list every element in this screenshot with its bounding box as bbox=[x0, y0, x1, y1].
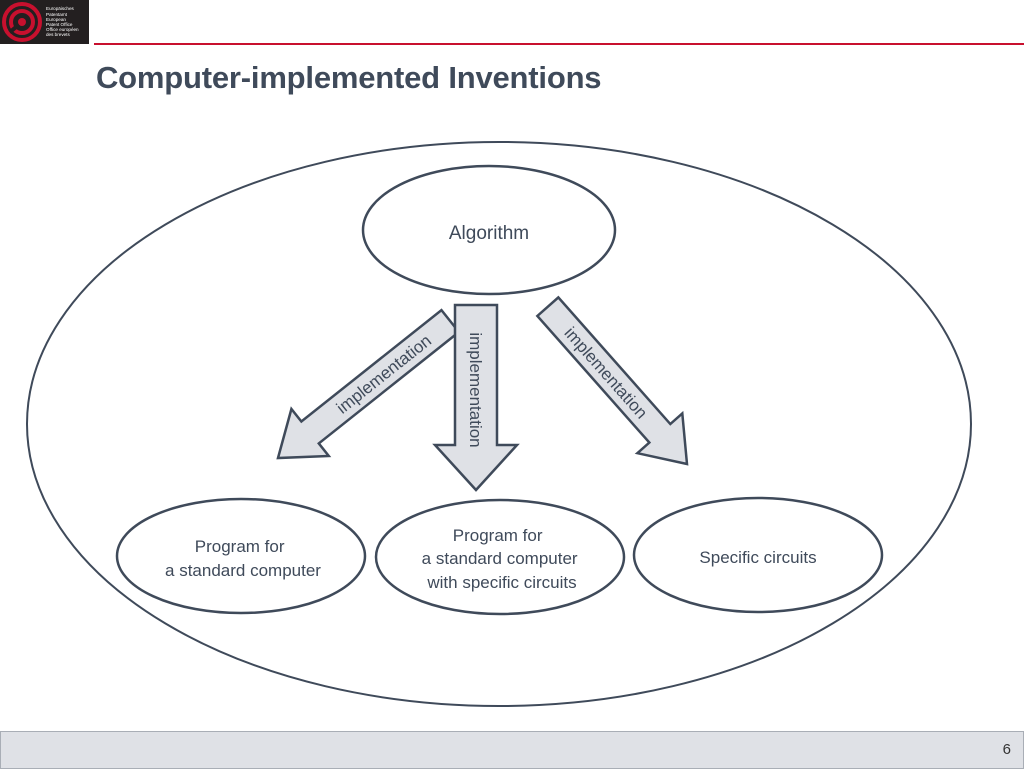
node-program-specific-line: Program for bbox=[453, 526, 543, 545]
arrow-right-label: implementation bbox=[560, 323, 651, 422]
node-specific-circuits bbox=[632, 496, 884, 614]
arrow-center-label: implementation bbox=[466, 332, 485, 447]
node-specific-circuits-line: Specific circuits bbox=[699, 548, 816, 567]
arrow-center: implementation bbox=[432, 303, 520, 492]
outer-ellipse bbox=[26, 141, 972, 707]
arrow-right: implementation bbox=[535, 295, 689, 466]
node-program-standard-label: Program for a standard computer bbox=[165, 537, 321, 580]
epo-logo-icon bbox=[2, 2, 42, 42]
algorithm-node bbox=[361, 164, 617, 296]
cii-diagram: Algorithm implementation implementation … bbox=[26, 141, 972, 707]
header-rule bbox=[94, 43, 1024, 45]
node-program-specific-line: a standard computer bbox=[422, 549, 578, 568]
algorithm-label: Algorithm bbox=[449, 223, 529, 244]
page-title: Computer-implemented Inventions bbox=[96, 60, 602, 95]
footer-bar: 6 bbox=[0, 731, 1024, 769]
page-number: 6 bbox=[1002, 741, 1011, 758]
node-specific-circuits-label: Specific circuits bbox=[699, 548, 816, 567]
node-program-standard bbox=[115, 497, 367, 615]
node-program-specific-line: with specific circuits bbox=[426, 573, 576, 592]
arrow-left-label: implementation bbox=[333, 331, 435, 418]
arrow-left: implementation bbox=[276, 308, 461, 460]
node-program-specific bbox=[374, 498, 626, 616]
epo-logo: Europäisches Patentamt European Patent O… bbox=[0, 0, 89, 44]
node-program-standard-line: Program for bbox=[195, 537, 285, 556]
logo-text: Europäisches Patentamt European Patent O… bbox=[46, 6, 79, 38]
node-program-standard-line: a standard computer bbox=[165, 561, 321, 580]
node-program-specific-label: Program for a standard computer with spe… bbox=[422, 526, 583, 592]
